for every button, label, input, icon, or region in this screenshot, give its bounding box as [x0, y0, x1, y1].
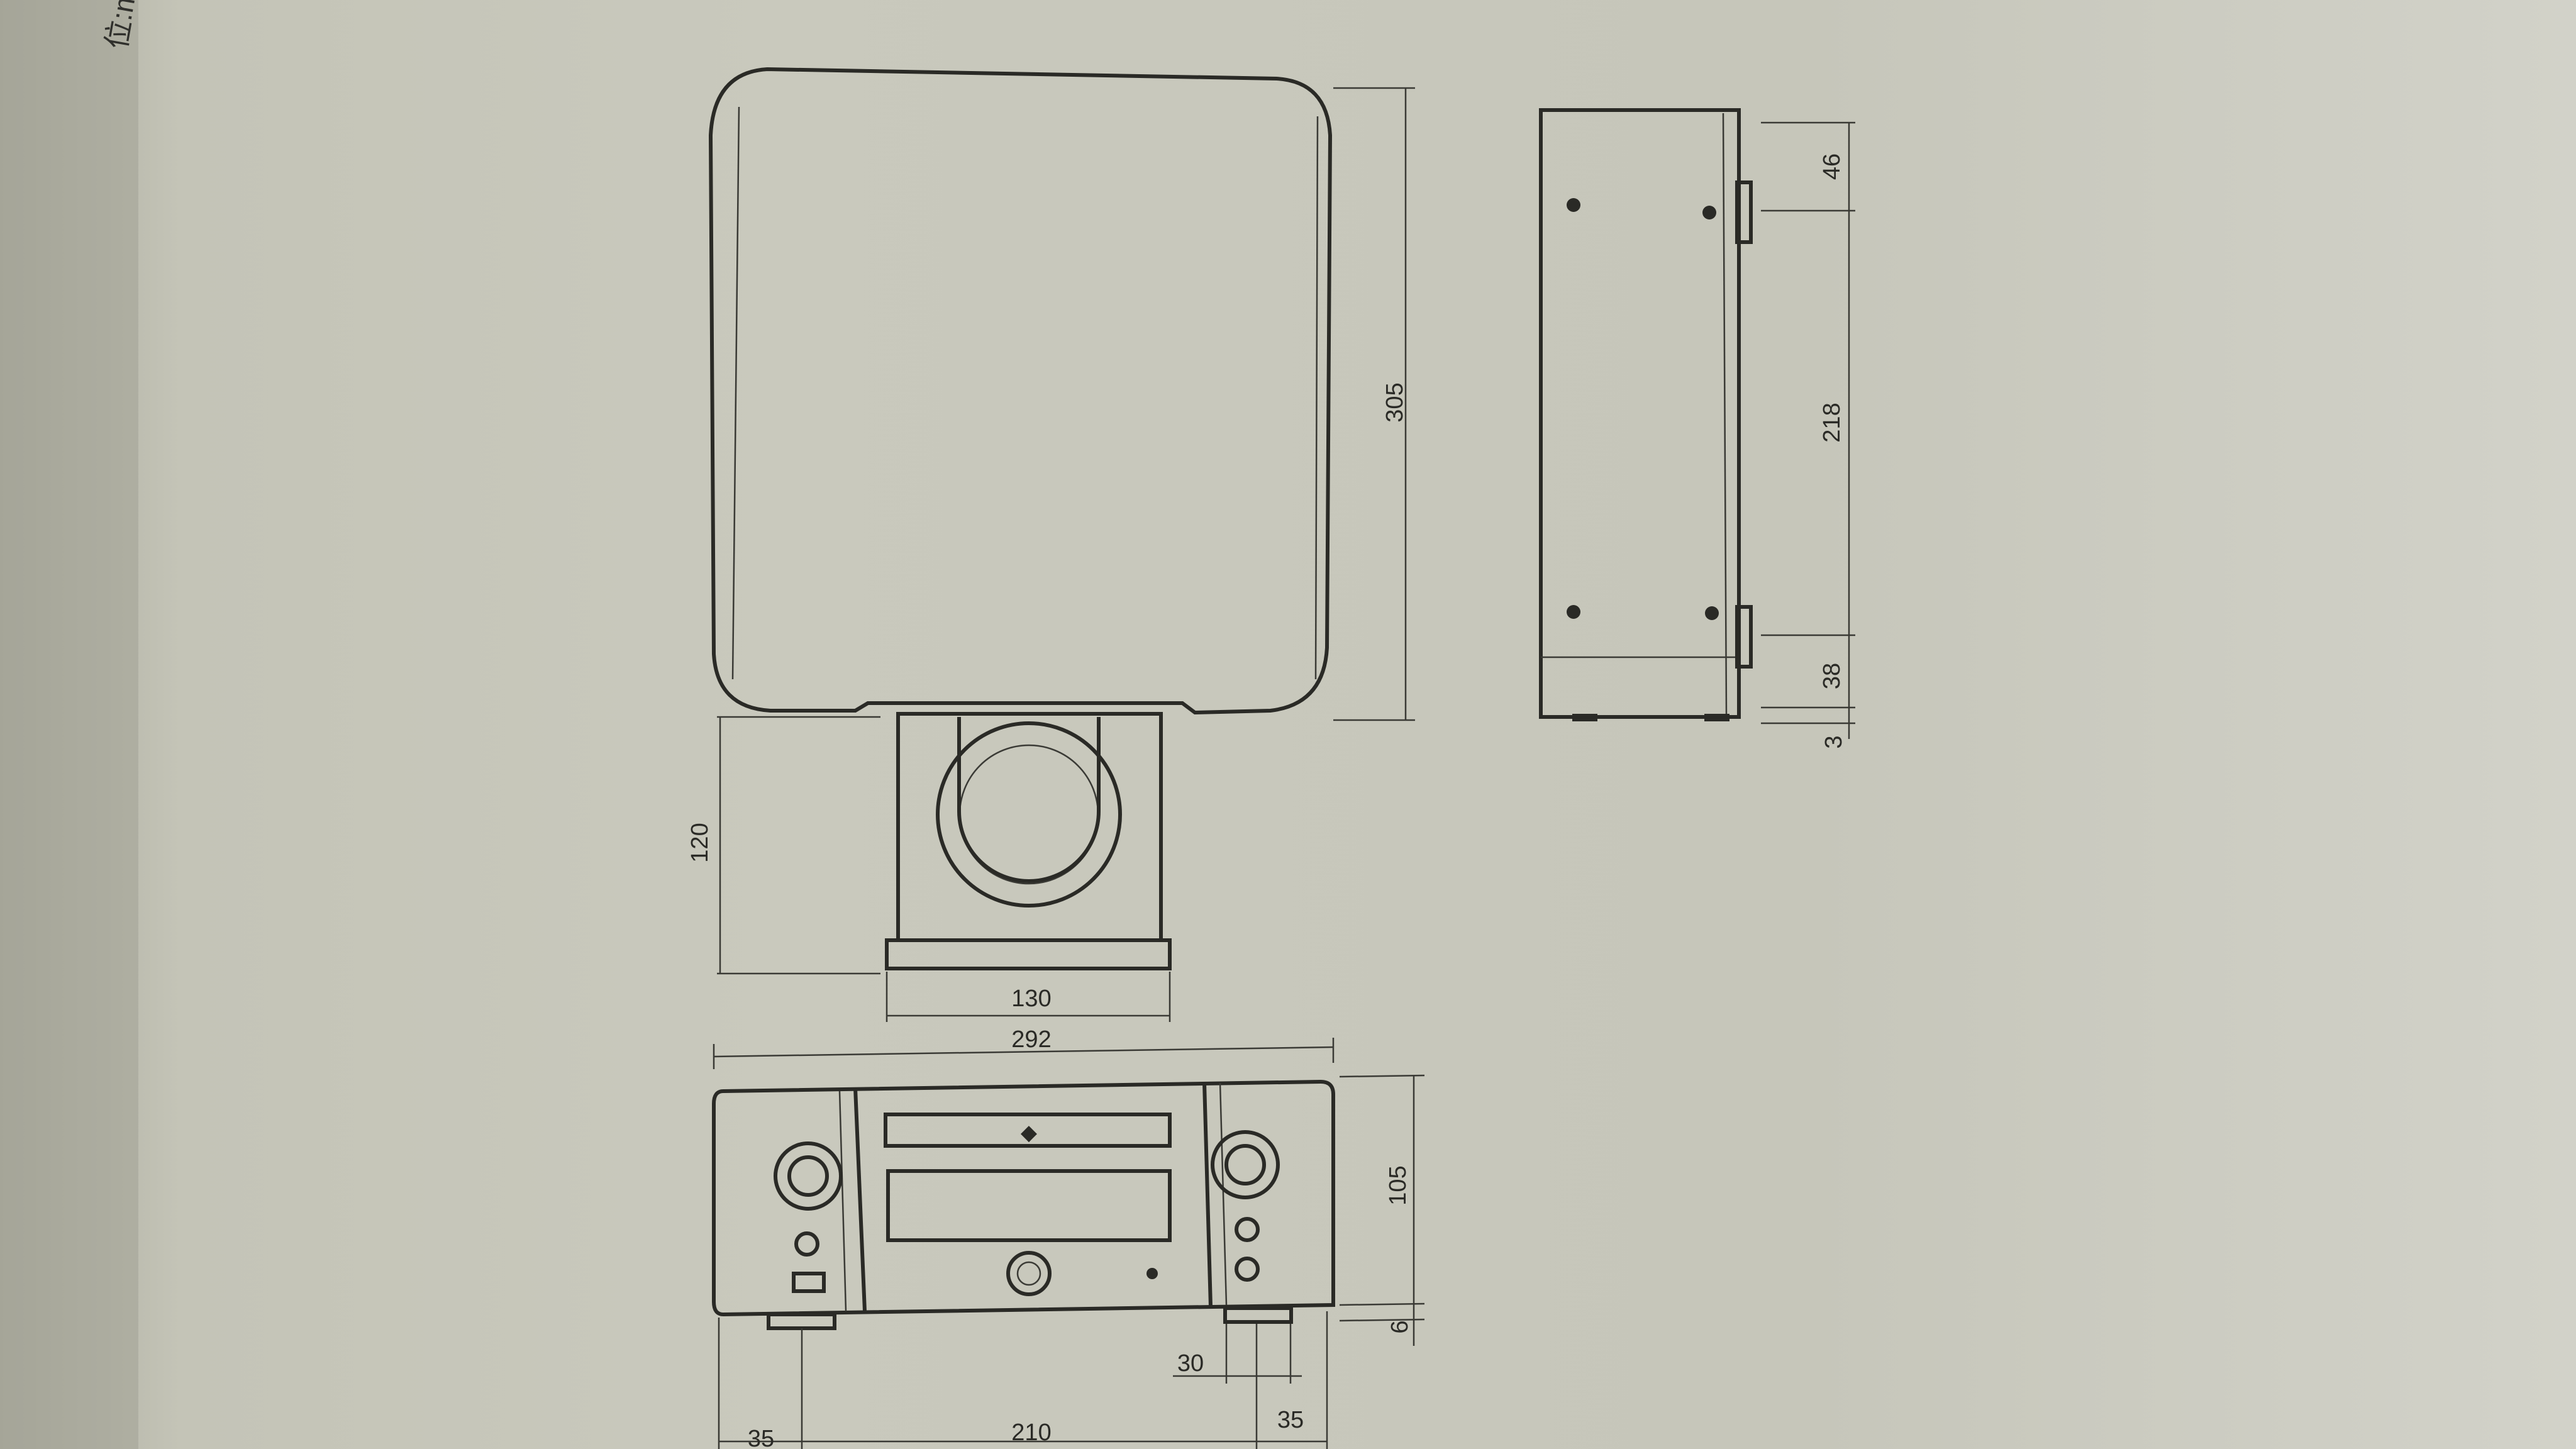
usb-port: [792, 1272, 826, 1293]
right-button-2: [1235, 1257, 1260, 1282]
dim-foot-spacing: 210: [1011, 1419, 1051, 1446]
mount-hole: [1702, 206, 1716, 219]
mount-hole: [1567, 605, 1580, 619]
power-knob: [1006, 1251, 1052, 1296]
dim-hole-spacing: 218: [1819, 402, 1845, 442]
dim-foot-width: 30: [1177, 1350, 1204, 1377]
dim-depth: 305: [1382, 382, 1408, 422]
unit-label: 位:mm: [100, 0, 147, 52]
tray-front: [885, 938, 1172, 970]
foot-left: [767, 1313, 836, 1330]
volume-knob-left: [774, 1141, 843, 1211]
side-bump-top: [1735, 180, 1753, 244]
left-button: [794, 1231, 819, 1257]
top-view: 305 120 130: [687, 67, 1415, 1022]
dim-front-foot: 6: [1387, 1320, 1413, 1333]
display-window: [886, 1169, 1172, 1242]
foot-right: [1223, 1306, 1293, 1324]
side-view: 46 218 38 3: [1539, 108, 1855, 749]
dim-right-offset: 35: [1277, 1407, 1304, 1433]
page-shadow: [0, 0, 138, 1449]
side-bump-bottom: [1735, 605, 1753, 669]
right-button-1: [1235, 1217, 1260, 1242]
disc-circle: [936, 721, 1122, 908]
dim-bottom-offset: 38: [1819, 663, 1845, 689]
dim-tray-depth: 120: [687, 823, 713, 862]
dim-top-offset: 46: [1819, 153, 1845, 180]
side-panel: [1539, 108, 1741, 719]
eject-icon: ◆: [1021, 1121, 1038, 1145]
dim-height: 105: [1385, 1165, 1411, 1205]
mount-hole: [1567, 198, 1580, 212]
indicator-dot: [1146, 1268, 1158, 1279]
dim-left-offset: 35: [748, 1426, 774, 1449]
cd-slot: [884, 1113, 1172, 1148]
front-view: ◆ 292 105 6 30: [712, 1026, 1425, 1449]
dim-tray-width: 130: [1011, 985, 1051, 1012]
mount-hole: [1705, 606, 1719, 620]
volume-knob-right: [1211, 1130, 1280, 1199]
dim-width: 292: [1011, 1026, 1051, 1053]
dim-side-foot: 3: [1821, 735, 1847, 748]
